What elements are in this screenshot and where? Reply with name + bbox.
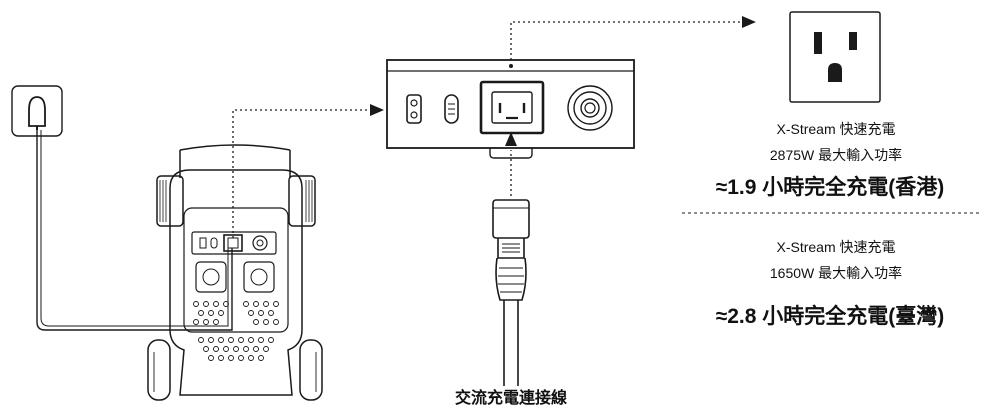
us-wall-outlet-icon	[789, 11, 881, 103]
spec-2-power: 1650W 最大輸入功率	[769, 265, 903, 281]
spec-1-mode: X-Stream 快速充電	[776, 121, 896, 137]
wall-cable-line	[36, 130, 233, 331]
arrowhead-outlet	[742, 16, 756, 28]
wall-cable-line-inner	[40, 130, 229, 327]
spec-1-result: ≈1.9 小時完全充電(香港)	[715, 176, 945, 199]
spec-2-result: ≈2.8 小時完全充電(臺灣)	[715, 305, 945, 328]
cable-label: 交流充電連接線	[454, 390, 567, 407]
spec-1-power: 2875W 最大輸入功率	[769, 147, 903, 163]
power-station-rear	[147, 144, 323, 401]
connector-panel-to-outlet	[510, 21, 742, 60]
connector-station-to-panel	[232, 109, 372, 238]
arrowhead-panel	[370, 104, 384, 116]
connector-arrows	[232, 21, 742, 238]
arrowhead-port	[505, 132, 517, 146]
spec-2-mode: X-Stream 快速充電	[776, 239, 896, 255]
vent-grid	[193, 301, 279, 361]
ac-charging-cable	[492, 199, 530, 386]
plug-outlet-icon	[11, 85, 63, 137]
arrow-heads	[370, 16, 756, 146]
ac-input-panel-closeup	[386, 59, 635, 159]
